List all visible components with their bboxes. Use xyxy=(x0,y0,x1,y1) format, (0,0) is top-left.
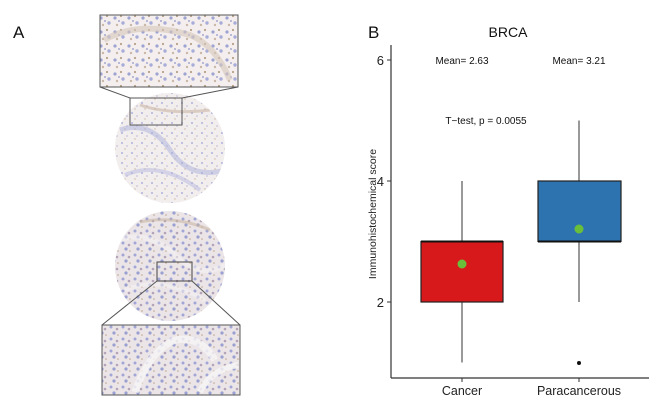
x-tick-paracancerous: Paracancerous xyxy=(537,384,621,398)
bottom-tissue-core xyxy=(101,211,241,326)
bottom-zoom-region xyxy=(156,261,193,282)
t-test-annotation: T−test, p = 0.0055 xyxy=(445,116,527,127)
boxplot-chart: BRCA 6 4 2 Immunohistochemical score Can… xyxy=(367,24,649,398)
top-tissue-core xyxy=(99,86,239,203)
y-axis-title: Immunohistochemical score xyxy=(367,149,379,279)
bottom-inset-image xyxy=(101,324,241,396)
box-paracancerous xyxy=(537,120,622,365)
x-tick-cancer: Cancer xyxy=(442,384,482,398)
y-tick-4: 4 xyxy=(377,174,384,189)
mean-label-paracancerous: Mean= 3.21 xyxy=(552,56,606,67)
mean-marker-paracancerous xyxy=(574,224,584,234)
y-tick-6: 6 xyxy=(377,53,384,68)
panel-b-label: B xyxy=(368,23,380,42)
box-cancer xyxy=(420,181,504,363)
outlier-point xyxy=(577,361,581,365)
y-tick-2: 2 xyxy=(377,295,384,310)
mean-label-cancer: Mean= 2.63 xyxy=(435,56,489,67)
top-inset-image xyxy=(99,14,239,88)
mean-marker-cancer xyxy=(457,259,467,269)
panel-a-label: A xyxy=(13,23,25,42)
y-ticks: 6 4 2 xyxy=(377,53,391,310)
top-zoom-region xyxy=(129,97,183,126)
chart-title: BRCA xyxy=(489,24,529,40)
